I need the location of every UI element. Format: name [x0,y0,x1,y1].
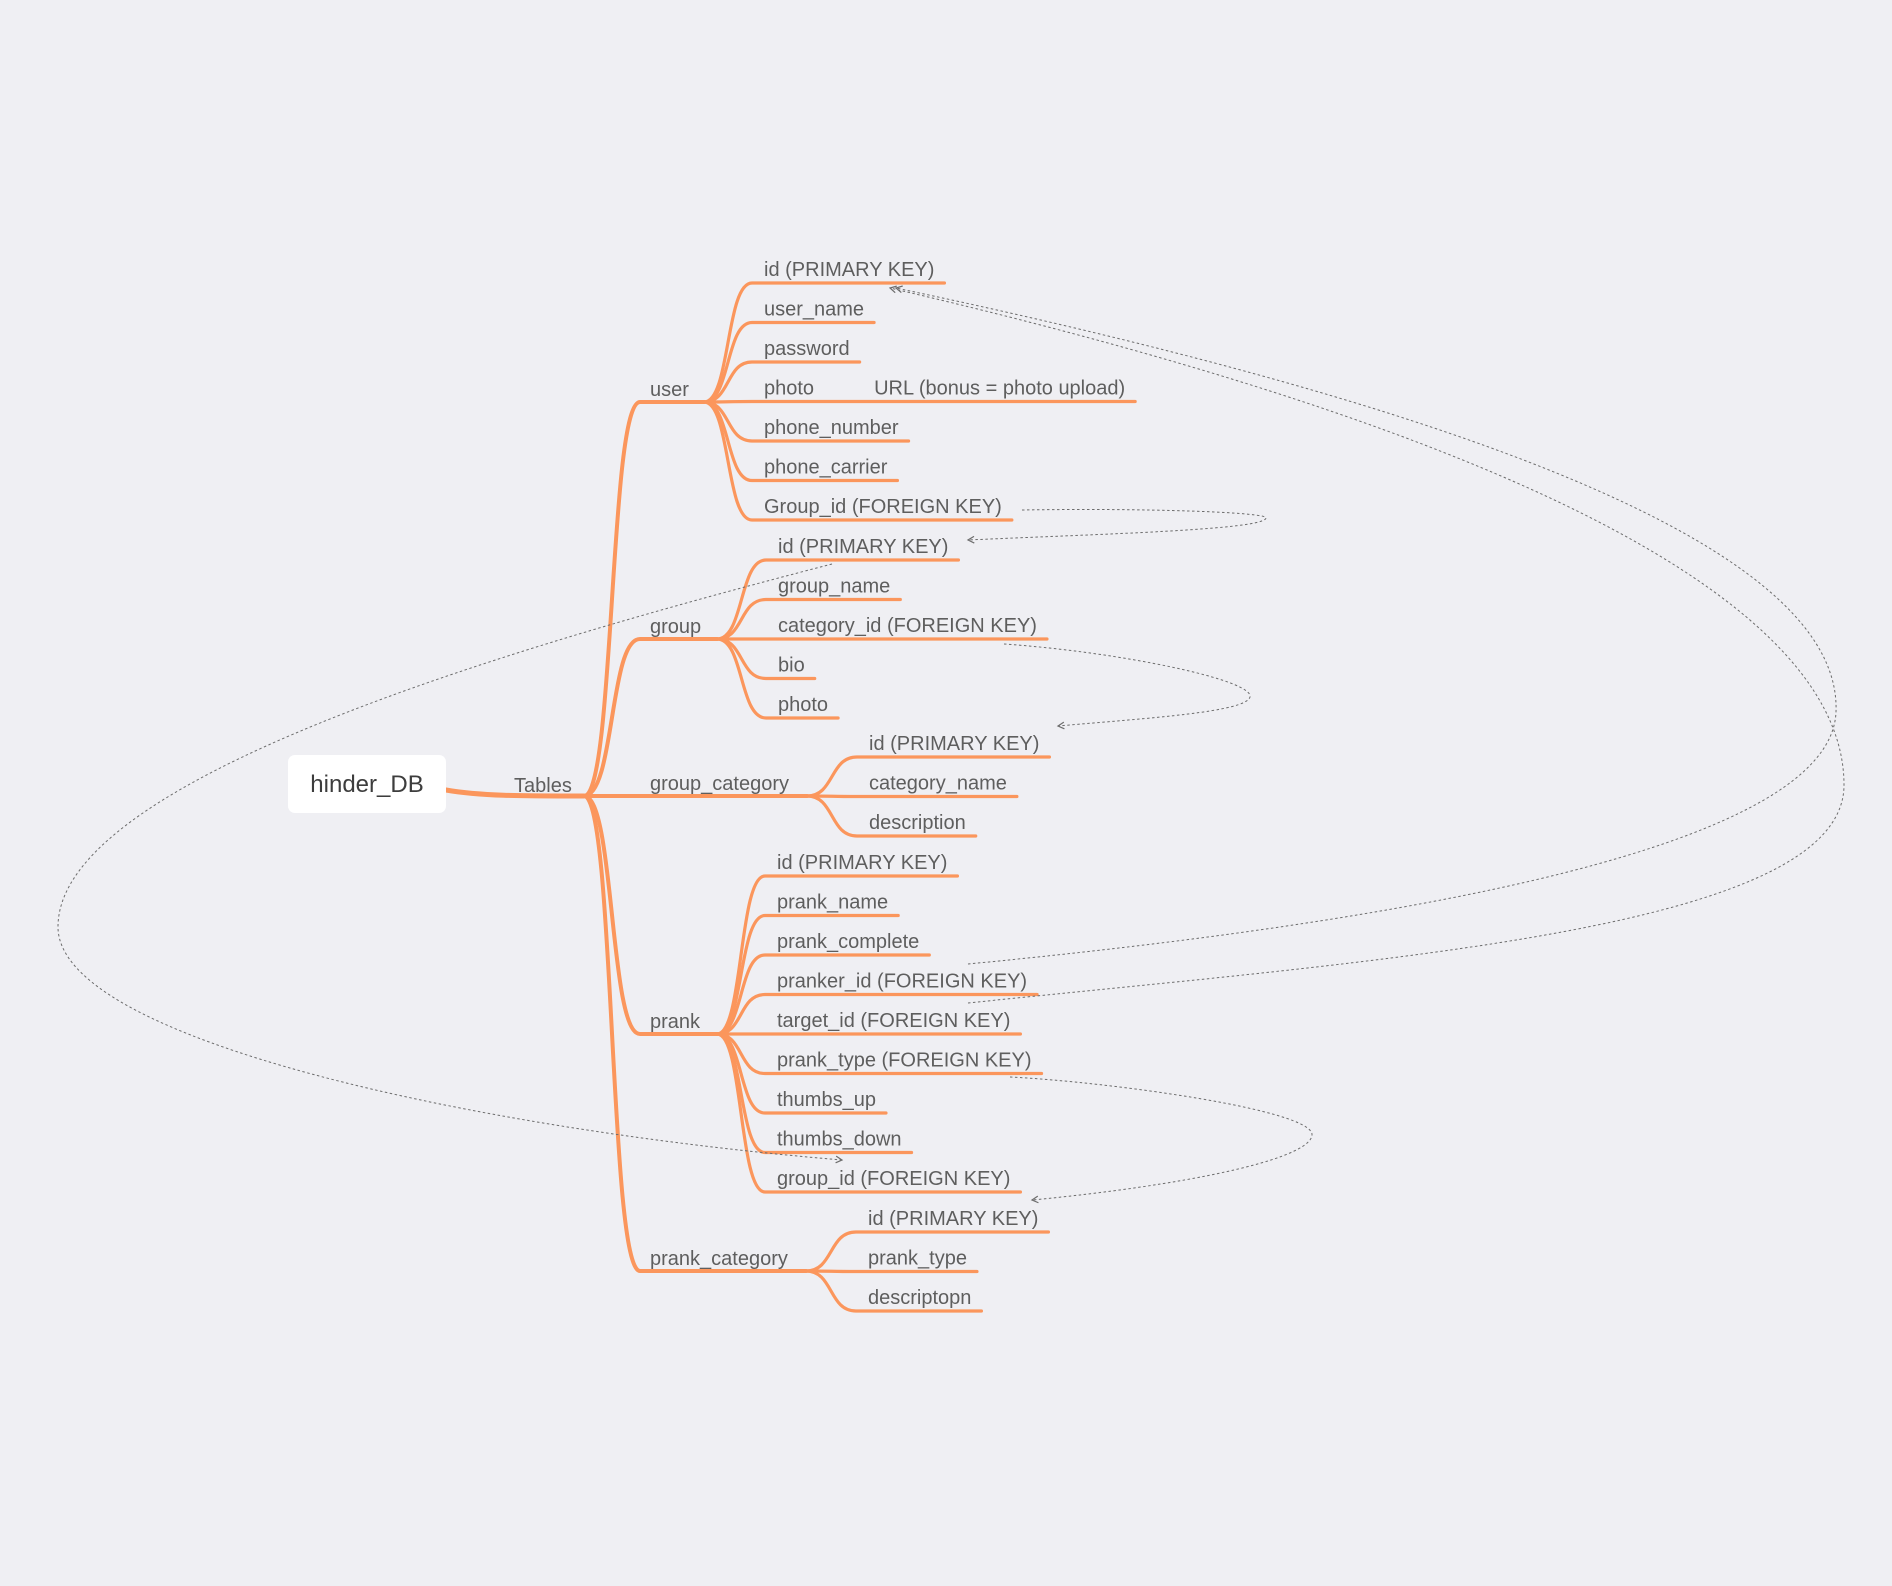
table-node-prank[interactable]: prank [650,1011,701,1033]
table-node-group_category[interactable]: group_category [650,773,789,795]
relationship-line [889,287,1845,1004]
field-node[interactable]: id (PRIMARY KEY) [777,852,947,874]
relationship-line [967,508,1267,541]
field-branch-group-0 [715,558,961,641]
field-branch-user-2 [702,360,862,404]
node-labels: user id (PRIMARY KEY) user_name password pho… [650,259,1125,1309]
field-node[interactable]: prank_type [868,1248,967,1270]
relationship-line [895,287,1837,965]
field-node[interactable]: photo [764,378,814,400]
field-node[interactable]: pranker_id (FOREIGN KEY) [777,971,1027,993]
field-branch-user-3 [702,399,1137,404]
field-node[interactable]: id (PRIMARY KEY) [869,733,1039,755]
field-node[interactable]: group_id (FOREIGN KEY) [777,1168,1010,1190]
relationship-arrowhead [894,285,903,294]
relationship-line [1009,1076,1313,1201]
root-node-box [288,755,446,813]
table-branch-prank_category [582,794,808,1273]
table-node-prank_category[interactable]: prank_category [650,1248,788,1270]
field-node[interactable]: target_id (FOREIGN KEY) [777,1010,1010,1032]
field-node[interactable]: user_name [764,299,864,321]
root-to-hub-branch [443,787,587,799]
field-node[interactable]: photo [778,694,828,716]
field-node[interactable]: prank_name [777,892,888,914]
field-branch-group_category-1 [805,794,1019,799]
table-branch-user [582,400,706,798]
table-branch-prank [582,794,719,1036]
field-node[interactable]: password [764,338,850,360]
relationship-lines [57,285,1845,1204]
table-node-user[interactable]: user [650,379,689,401]
relationship-arrowhead [966,535,975,544]
field-branch-group-1 [715,597,902,641]
field-branch-user-1 [702,320,876,404]
field-node[interactable]: group_name [778,576,890,598]
branch-lines [443,281,1137,1313]
field-branch-user-6 [702,400,1014,522]
field-node[interactable]: id (PRIMARY KEY) [764,259,934,281]
field-node[interactable]: category_name [869,773,1007,795]
table-branch-group [582,637,719,798]
field-note[interactable]: URL (bonus = photo upload) [874,378,1125,400]
field-node[interactable]: thumbs_up [777,1089,876,1111]
field-node[interactable]: id (PRIMARY KEY) [868,1208,1038,1230]
field-node[interactable]: prank_complete [777,931,919,953]
field-branch-prank_category-2 [804,1269,984,1313]
root-node-label: hinder_DB [310,771,423,798]
relationship-arrowhead [835,1155,844,1164]
field-node[interactable]: phone_carrier [764,457,888,479]
field-node[interactable]: category_id (FOREIGN KEY) [778,615,1037,637]
relationship-arrowhead [1056,721,1065,730]
field-branch-prank-2 [715,953,931,1036]
field-node[interactable]: bio [778,655,805,677]
field-branch-group_category-2 [805,794,978,838]
field-node[interactable]: prank_type (FOREIGN KEY) [777,1050,1032,1072]
field-node[interactable]: id (PRIMARY KEY) [778,536,948,558]
field-node[interactable]: Group_id (FOREIGN KEY) [764,496,1002,518]
field-node[interactable]: phone_number [764,417,899,439]
tables-hub-label[interactable]: Tables [514,775,572,797]
field-node[interactable]: description [869,812,966,834]
field-branch-prank-8 [715,1032,1023,1194]
relationship-line [57,563,843,1161]
field-branch-group-4 [715,637,840,720]
root-node[interactable]: hinder_DB [288,755,446,813]
relationship-line [1003,643,1251,727]
relationship-arrowhead [1030,1195,1039,1204]
table-node-group[interactable]: group [650,616,701,638]
field-branch-prank_category-1 [804,1269,979,1274]
relationship-arrowhead [888,285,897,294]
field-node[interactable]: thumbs_down [777,1129,902,1151]
field-node[interactable]: descriptopn [868,1287,971,1309]
field-branch-prank_category-0 [804,1230,1051,1273]
field-branch-prank-3 [715,992,1039,1036]
field-branch-group_category-0 [805,755,1052,798]
